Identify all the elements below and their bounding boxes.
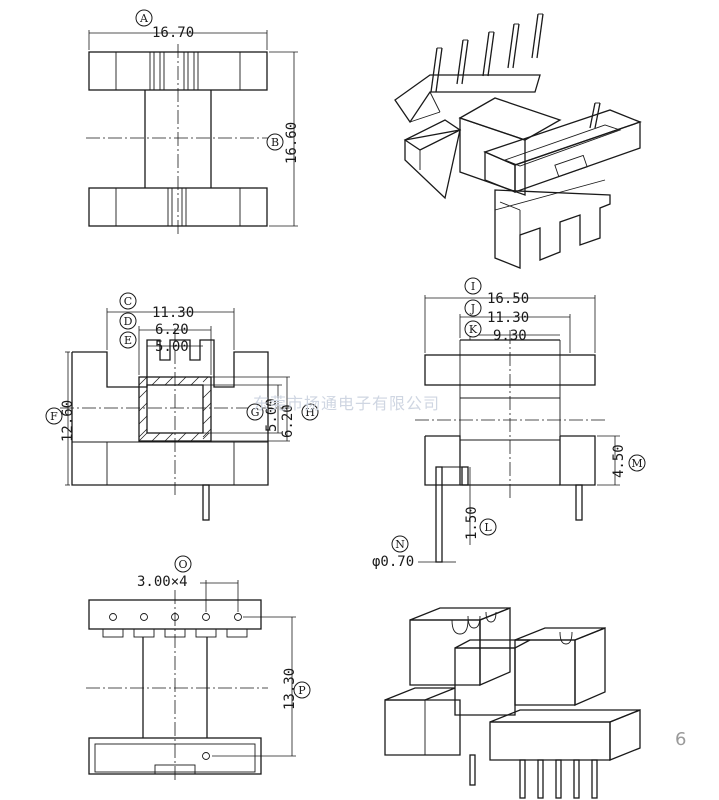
svg-text:B: B	[271, 136, 279, 149]
svg-text:H: H	[305, 406, 315, 419]
svg-text:M: M	[631, 457, 642, 470]
dim-o-value: 3.00×4	[137, 574, 188, 590]
dim-l-value: 1.50	[464, 506, 480, 540]
svg-text:L: L	[484, 521, 492, 534]
svg-text:P: P	[298, 684, 306, 697]
callout-g: G	[246, 403, 264, 421]
side-view	[415, 295, 620, 563]
callout-o: O	[174, 555, 192, 573]
dim-g-value: 5.00	[264, 398, 280, 432]
company-watermark: 东莞市扬通电子有限公司	[253, 394, 440, 413]
callout-c: C	[119, 292, 137, 310]
isometric-view-lower	[384, 607, 641, 799]
svg-text:O: O	[178, 558, 187, 571]
dim-a-value: 16.70	[152, 25, 194, 41]
callout-a: A	[135, 9, 153, 27]
dim-i-value: 16.50	[487, 291, 529, 307]
dim-f-value: 12.60	[60, 400, 76, 442]
dim-j-value: 11.30	[487, 310, 529, 326]
svg-text:J: J	[470, 302, 475, 315]
svg-text:E: E	[124, 334, 132, 347]
svg-text:D: D	[124, 315, 133, 328]
callout-m: M	[628, 454, 646, 472]
svg-text:F: F	[50, 410, 58, 423]
section-hatching	[138, 376, 212, 442]
svg-text:N: N	[395, 538, 405, 551]
svg-text:K: K	[469, 323, 478, 336]
bottom-view	[86, 580, 296, 782]
top-view	[86, 30, 298, 234]
dim-c-value: 11.30	[152, 305, 194, 321]
callout-l: L	[479, 518, 497, 536]
svg-text:C: C	[124, 295, 132, 308]
callout-h: H	[301, 403, 319, 421]
dim-h-value: 6.20	[280, 404, 296, 438]
page-number: 6	[675, 729, 686, 750]
callout-j: J	[464, 299, 482, 317]
dim-d-value: 6.20	[155, 322, 189, 338]
svg-text:G: G	[251, 406, 260, 419]
callout-d: D	[119, 312, 137, 330]
svg-text:I: I	[471, 280, 475, 293]
dim-b-value: 16.60	[284, 122, 300, 164]
svg-text:A: A	[139, 12, 149, 25]
dim-p-value: 13.30	[282, 668, 298, 710]
callout-b: B	[266, 133, 284, 151]
callout-k: K	[464, 320, 482, 338]
dim-m-value: 4.50	[611, 444, 627, 478]
callout-n: N	[391, 535, 409, 553]
callout-p: P	[293, 681, 311, 699]
front-section-view	[60, 308, 290, 521]
callout-e: E	[119, 331, 137, 349]
isometric-view-upper	[394, 13, 642, 269]
callout-i: I	[464, 277, 482, 295]
dim-k-value: 9.30	[493, 328, 527, 344]
dim-n-value: φ0.70	[372, 554, 414, 570]
dim-e-value: 5.00	[155, 339, 189, 355]
callout-f: F	[45, 407, 63, 425]
